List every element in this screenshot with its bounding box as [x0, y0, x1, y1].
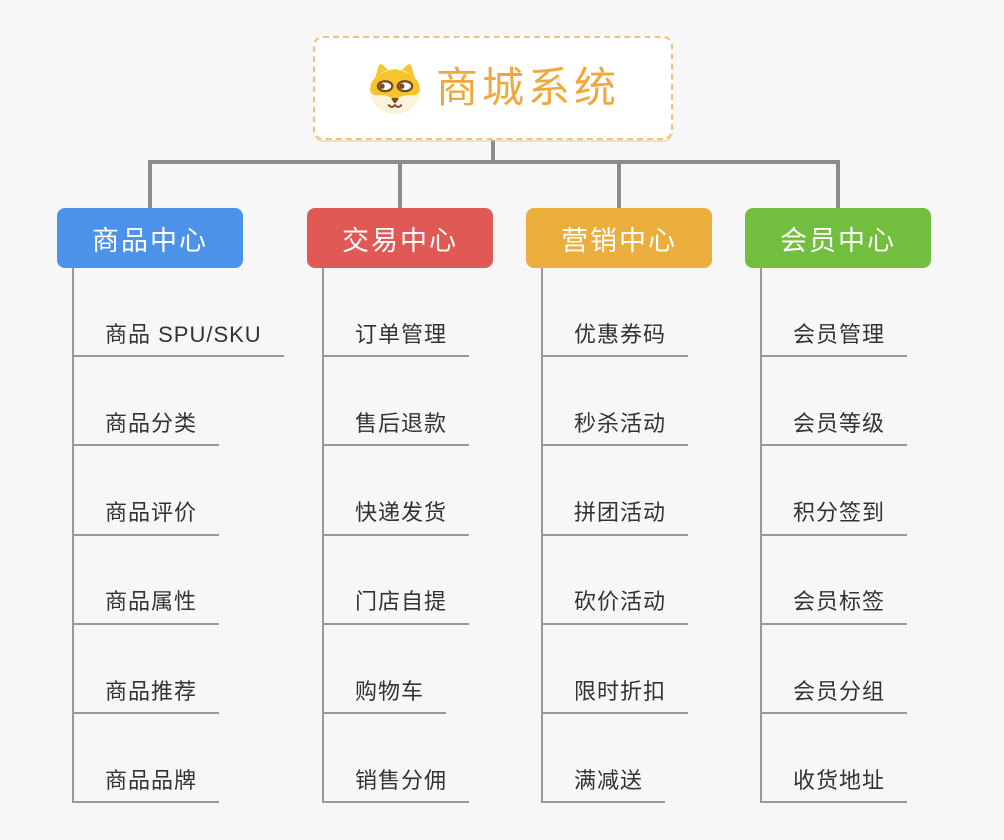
branch-label: 会员中心: [780, 225, 896, 256]
child-node[interactable]: 门店自提: [322, 589, 470, 625]
child-node[interactable]: 商品推荐: [72, 679, 220, 714]
child-node-row: 商品推荐: [72, 625, 220, 714]
branch-stub-connector: [836, 160, 840, 208]
child-node[interactable]: 秒杀活动: [541, 411, 689, 447]
shiba-dog-icon: [369, 64, 421, 115]
child-node-row: 限时折扣: [541, 625, 689, 714]
child-node[interactable]: 商品 SPU/SKU: [72, 322, 284, 358]
child-trunk-connector: [541, 268, 543, 801]
child-node-row: 会员标签: [760, 536, 908, 625]
child-trunk-connector: [760, 268, 762, 801]
child-node[interactable]: 积分签到: [760, 500, 908, 536]
child-node-row: 砍价活动: [541, 536, 689, 625]
child-node-row: 销售分佣: [322, 714, 470, 804]
branch-node-marketing-center[interactable]: 营销中心: [526, 208, 712, 268]
branch-stub-connector: [398, 160, 402, 208]
child-node[interactable]: 拼团活动: [541, 500, 689, 536]
branch-trade-center: 交易中心 订单管理 售后退款 快递发货 门店自提 购物车 销售分佣: [307, 208, 493, 804]
branch-node-product-center[interactable]: 商品中心: [57, 208, 243, 268]
child-node-row: 快递发货: [322, 446, 470, 536]
child-node[interactable]: 优惠券码: [541, 322, 689, 358]
child-node-row: 售后退款: [322, 357, 470, 447]
child-node[interactable]: 商品属性: [72, 589, 220, 625]
child-node[interactable]: 会员标签: [760, 589, 908, 625]
branch-node-member-center[interactable]: 会员中心: [745, 208, 931, 268]
child-trunk-connector: [72, 268, 74, 801]
child-node[interactable]: 订单管理: [322, 322, 470, 358]
child-node[interactable]: 销售分佣: [322, 768, 470, 804]
child-node-row: 拼团活动: [541, 446, 689, 536]
branch-children: 会员管理 会员等级 积分签到 会员标签 会员分组 收货地址: [760, 268, 931, 804]
child-node-row: 商品评价: [72, 446, 220, 536]
child-node-row: 订单管理: [322, 268, 470, 358]
child-node-row: 商品品牌: [72, 714, 220, 804]
child-node[interactable]: 商品品牌: [72, 768, 220, 804]
branch-label: 交易中心: [342, 225, 458, 256]
root-node[interactable]: 商城系统: [313, 36, 673, 140]
child-trunk-connector: [322, 268, 324, 801]
child-node-row: 商品分类: [72, 357, 220, 447]
child-node[interactable]: 满减送: [541, 768, 666, 804]
branch-stub-connector: [148, 160, 152, 208]
child-node-row: 会员管理: [760, 268, 908, 358]
child-node[interactable]: 快递发货: [322, 500, 470, 536]
child-node[interactable]: 会员等级: [760, 411, 908, 447]
child-node-row: 商品 SPU/SKU: [72, 268, 284, 358]
branch-children: 优惠券码 秒杀活动 拼团活动 砍价活动 限时折扣 满减送: [541, 268, 712, 804]
child-node-row: 满减送: [541, 714, 666, 804]
branch-label: 商品中心: [92, 225, 208, 256]
child-node-row: 优惠券码: [541, 268, 689, 358]
child-node-row: 会员分组: [760, 625, 908, 714]
branch-stub-connector: [617, 160, 621, 208]
child-node[interactable]: 会员分组: [760, 679, 908, 714]
child-node-row: 会员等级: [760, 357, 908, 447]
branch-children: 商品 SPU/SKU 商品分类 商品评价 商品属性 商品推荐 商品品牌: [72, 268, 284, 804]
branch-product-center: 商品中心 商品 SPU/SKU 商品分类 商品评价 商品属性 商品推荐 商品品牌: [57, 208, 284, 804]
child-node[interactable]: 收货地址: [760, 768, 908, 804]
child-node[interactable]: 商品分类: [72, 411, 220, 447]
child-node-row: 门店自提: [322, 536, 470, 625]
branch-member-center: 会员中心 会员管理 会员等级 积分签到 会员标签 会员分组 收货地址: [745, 208, 931, 804]
branch-marketing-center: 营销中心 优惠券码 秒杀活动 拼团活动 砍价活动 限时折扣 满减送: [526, 208, 712, 804]
root-node-title: 商城系统: [435, 64, 620, 111]
child-node[interactable]: 会员管理: [760, 322, 908, 358]
child-node[interactable]: 限时折扣: [541, 679, 689, 714]
child-node-row: 商品属性: [72, 536, 220, 625]
branch-node-trade-center[interactable]: 交易中心: [307, 208, 493, 268]
branch-rail-connector: [148, 160, 840, 164]
branch-label: 营销中心: [561, 225, 677, 256]
branch-children: 订单管理 售后退款 快递发货 门店自提 购物车 销售分佣: [322, 268, 493, 804]
child-node[interactable]: 砍价活动: [541, 589, 689, 625]
child-node-row: 秒杀活动: [541, 357, 689, 447]
child-node-row: 收货地址: [760, 714, 908, 804]
child-node[interactable]: 商品评价: [72, 500, 220, 536]
child-node[interactable]: 售后退款: [322, 411, 470, 447]
child-node[interactable]: 购物车: [322, 679, 447, 714]
child-node-row: 购物车: [322, 625, 447, 714]
root-stem-connector: [491, 140, 495, 162]
child-node-row: 积分签到: [760, 446, 908, 536]
